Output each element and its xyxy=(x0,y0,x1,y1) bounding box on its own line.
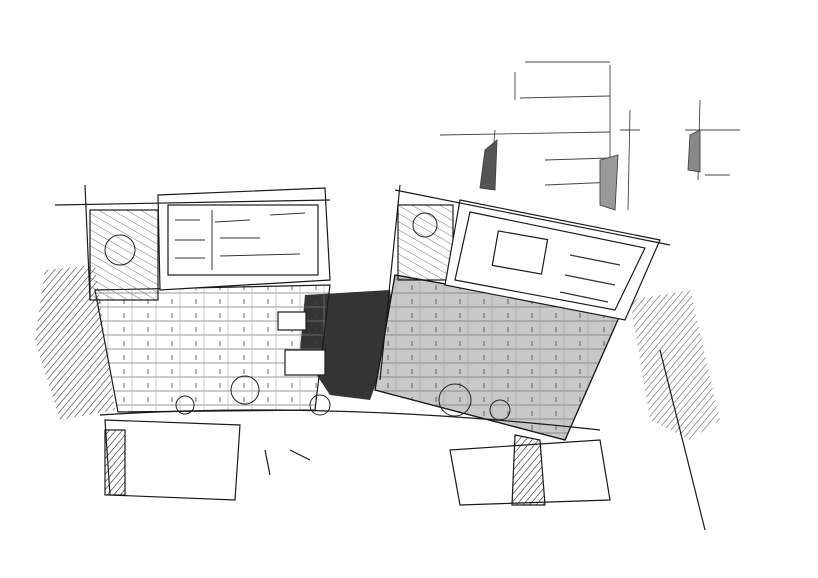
left-building xyxy=(54,184,331,413)
foreground-blocks xyxy=(99,349,706,531)
right-building xyxy=(374,184,671,441)
trees xyxy=(104,212,511,421)
shadow-right xyxy=(630,290,720,440)
shadow-left xyxy=(35,265,115,420)
background-buildings xyxy=(439,61,740,211)
